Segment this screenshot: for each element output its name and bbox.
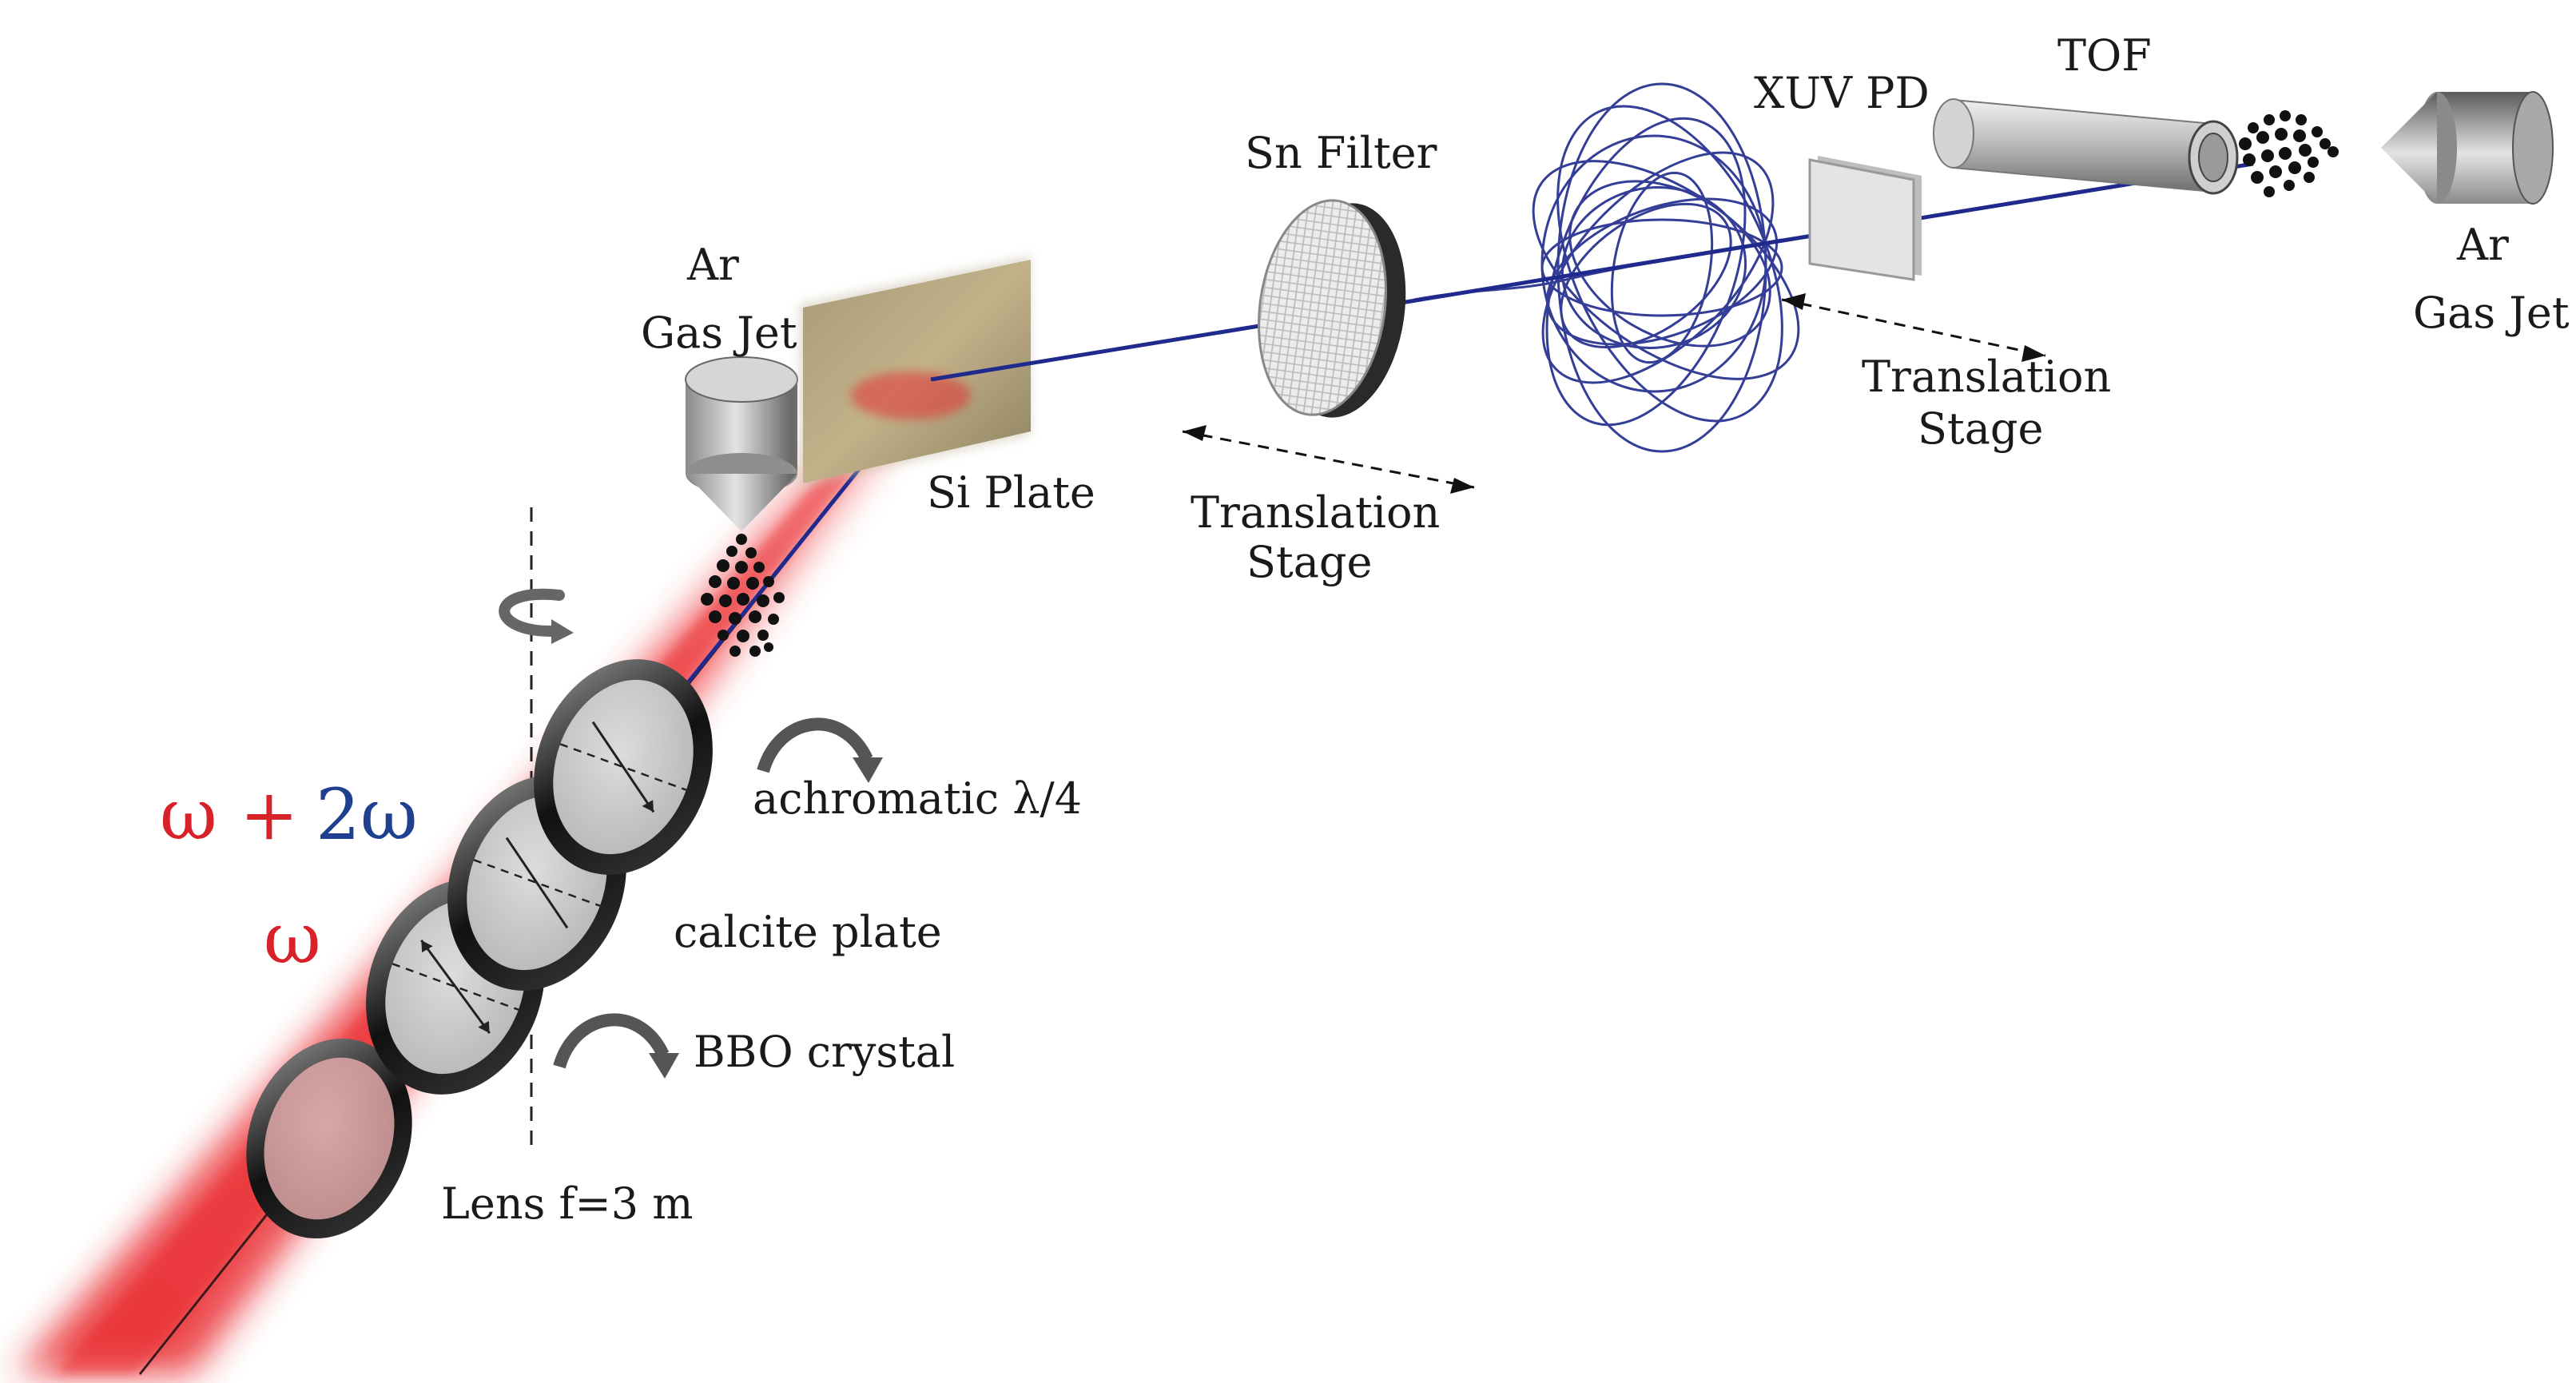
quarter-wave-rotation-arrow-icon: [757, 717, 883, 783]
rotation-arrow-icon: [499, 588, 574, 644]
gas-jet-right: [2381, 91, 2554, 205]
xuv-photodiode: [1808, 156, 1922, 281]
si-plate: [799, 256, 1031, 487]
label-xuv-pd: XUV PD: [1754, 68, 1930, 118]
gas-jet-left: [685, 356, 798, 531]
label-translation-stage-2-line1: Translation: [1862, 352, 2111, 402]
xuv-beam: [930, 161, 2254, 382]
label-ar-left: Ar: [686, 240, 739, 290]
label-sn-filter: Sn Filter: [1245, 128, 1437, 178]
label-omega-2omega: ω + 2ω: [160, 773, 418, 856]
label-bbo-crystal: BBO crystal: [694, 1027, 955, 1077]
label-calcite-plate: calcite plate: [674, 907, 942, 957]
bbo-rotation-arrow-icon: [553, 1013, 679, 1079]
label-lens: Lens f=3 m: [441, 1178, 693, 1229]
label-tof: TOF: [2057, 30, 2152, 81]
label-translation-stage-1-line2: Stage: [1246, 537, 1372, 587]
tof-spectrometer: [1933, 98, 2239, 195]
label-gas-jet-right: Gas Jet: [2413, 288, 2570, 338]
translation-stage-arrow-1: [1182, 425, 1475, 494]
lens: [246, 1038, 412, 1239]
label-quarter-wave-plate: achromatic λ/4: [753, 773, 1082, 824]
gas-cloud-left: [701, 534, 785, 657]
gas-cloud-right: [2239, 110, 2339, 197]
quarter-wave-plate: [534, 659, 713, 875]
label-translation-stage-1-line1: Translation: [1191, 487, 1440, 538]
sn-filter: [1258, 199, 1406, 418]
label-gas-jet-left: Gas Jet: [641, 308, 797, 358]
svg-text:2ω: 2ω: [316, 773, 418, 856]
label-si-plate: Si Plate: [927, 467, 1095, 518]
xuv-radiation-pattern: [1413, 82, 1800, 453]
svg-text:+: +: [240, 773, 299, 856]
svg-text:ω: ω: [160, 773, 217, 856]
translation-stage-arrow-2: [1781, 293, 2046, 362]
label-translation-stage-2-line2: Stage: [1918, 403, 2043, 454]
label-ar-right: Ar: [2456, 220, 2509, 270]
label-omega: ω: [264, 897, 321, 980]
